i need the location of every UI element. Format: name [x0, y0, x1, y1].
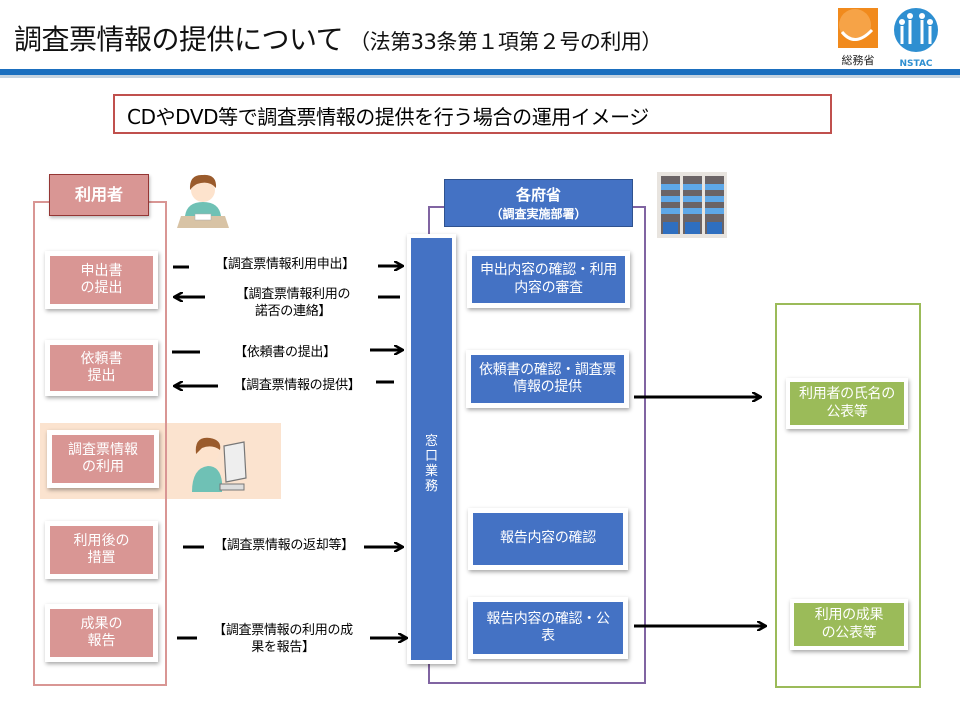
user-step-report: 成果の 報告: [45, 604, 158, 662]
page-title-sub: （法第33条第１項第２号の利用）: [349, 30, 662, 54]
user-step-after-use: 利用後の 措置: [45, 521, 158, 579]
user-step-application-label: 申出書 の提出: [50, 256, 153, 304]
nstac-logo-caption: NSTAC: [899, 59, 932, 69]
user-column-header: 利用者: [49, 174, 149, 216]
ministry-header-subtitle: （調査実施部署）: [490, 207, 587, 221]
user-step-usage-label: 調査票情報 の利用: [52, 435, 154, 483]
user-step-application: 申出書 の提出: [45, 251, 158, 309]
ministry-step-review: 申出内容の確認・利用 内容の審査: [467, 251, 630, 308]
window-service: 窓 口 業 務: [407, 234, 456, 664]
ministry-step-provide-label: 依頼書の確認・調査票 情報の提供: [471, 355, 624, 403]
person-writing-icon: [175, 170, 231, 232]
page-title-main: 調査票情報の提供について: [14, 23, 344, 56]
header-divider-shadow: [0, 75, 960, 78]
ministry-step-check-report: 報告内容の確認: [468, 508, 628, 570]
user-step-after-use-label: 利用後の 措置: [50, 526, 153, 574]
flow-label-provision: 【調査票情報の提供】: [218, 378, 376, 395]
flow-label-request: 【依頼書の提出】: [205, 345, 365, 362]
window-service-label: 窓 口 業 務: [424, 434, 438, 494]
ministry-step-review-label: 申出内容の確認・利用 内容の審査: [472, 256, 625, 303]
flow-label-return: 【調査票情報の返却等】: [204, 538, 364, 555]
public-step-results: 利用の成果 の公表等: [790, 599, 908, 650]
flow-label-approval: 【調査票情報利用の 諾否の連絡】: [208, 287, 378, 321]
flow-label-report: 【調査票情報の利用の成 果を報告】: [198, 623, 368, 657]
page-title: 調査票情報の提供について（法第33条第１項第２号の利用）: [14, 18, 662, 58]
flow-label-application: 【調査票情報利用申出】: [195, 257, 375, 274]
header-divider: [0, 69, 960, 75]
mic-logo-caption: 総務省: [842, 53, 875, 67]
ministry-step-publish-label: 報告内容の確認・公 表: [473, 602, 623, 654]
nstac-logo: NSTAC: [888, 6, 944, 70]
mic-logo: 総務省: [836, 6, 880, 70]
user-step-usage: 調査票情報 の利用: [47, 430, 159, 488]
office-building-icon: [657, 172, 727, 238]
user-step-request: 依頼書 提出: [45, 340, 158, 396]
public-step-user-name-label: 利用者の氏名の 公表等: [790, 382, 904, 425]
public-step-user-name: 利用者の氏名の 公表等: [786, 378, 908, 429]
public-column-frame: [775, 303, 921, 688]
ministry-step-publish: 報告内容の確認・公 表: [468, 597, 628, 659]
ministry-step-provide: 依頼書の確認・調査票 情報の提供: [466, 350, 629, 408]
user-step-report-label: 成果の 報告: [50, 609, 153, 657]
nstac-logo-icon: NSTAC: [894, 8, 938, 69]
diagram-subtitle: CDやDVD等で調査票情報の提供を行う場合の運用イメージ: [113, 94, 832, 134]
user-step-request-label: 依頼書 提出: [50, 345, 153, 391]
person-computer-icon: [190, 432, 248, 494]
mic-logo-icon: 総務省: [838, 8, 878, 67]
public-step-results-label: 利用の成果 の公表等: [794, 603, 904, 646]
ministry-header-title: 各府省: [515, 186, 561, 204]
ministry-column-header: 各府省 （調査実施部署）: [444, 179, 633, 227]
ministry-step-check-report-label: 報告内容の確認: [473, 513, 623, 565]
